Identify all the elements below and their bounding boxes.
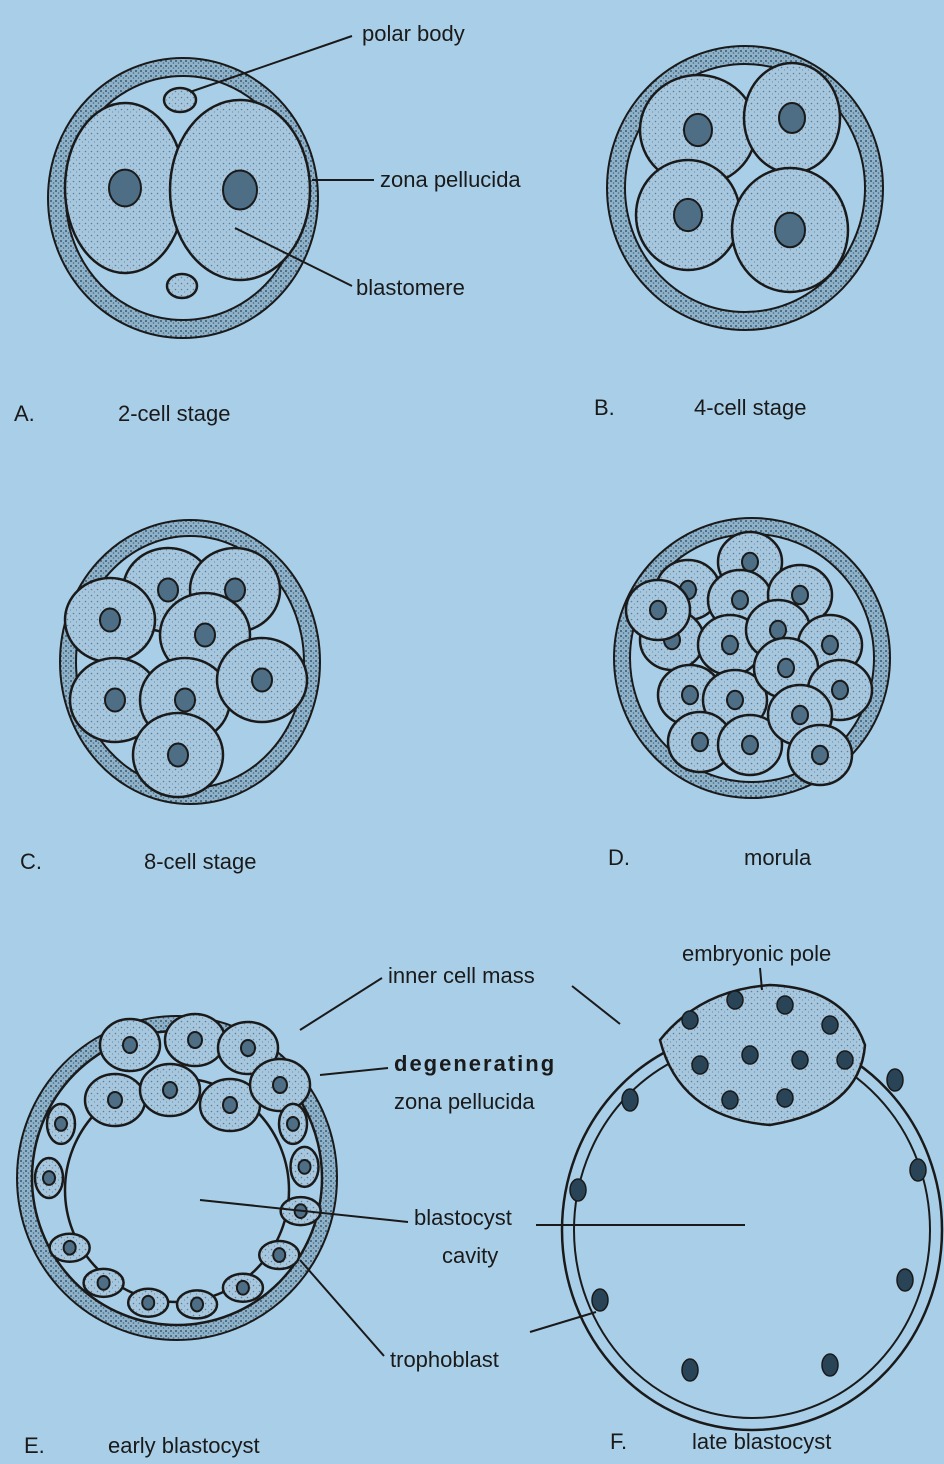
blastomere-c4-nucleus — [195, 624, 215, 647]
icm-nucleus-f-3 — [777, 996, 793, 1014]
inner-cell-mass-e-6-nucleus — [223, 1097, 237, 1113]
trophoblast-side-e-4-nucleus — [299, 1160, 311, 1174]
blastomere-c5-nucleus — [105, 689, 125, 712]
trophoblast-nucleus-f-7 — [887, 1069, 903, 1091]
morula-cell-16-nucleus — [812, 746, 828, 764]
morula-cell-7-nucleus — [770, 621, 786, 639]
panel-e-caption: early blastocyst — [108, 1433, 260, 1459]
degenerating-label: degenerating — [394, 1051, 556, 1077]
blastomere-b4-nucleus — [775, 213, 805, 248]
blastomere-b3-nucleus — [674, 199, 702, 231]
morula-cell-3-nucleus — [732, 591, 748, 609]
trophoblast-nucleus-f-1 — [570, 1179, 586, 1201]
trophoblast-side-e-1-nucleus — [43, 1171, 55, 1185]
icm-nucleus-f-10 — [777, 1089, 793, 1107]
morula-cell-9-nucleus — [682, 686, 698, 704]
panel-b-caption: 4-cell stage — [694, 395, 807, 421]
blastomere-c3-nucleus — [100, 609, 120, 632]
icm-nucleus-f-6 — [742, 1046, 758, 1064]
trophoblast-cell-e-6-nucleus — [98, 1276, 110, 1290]
panel-a-letter: A. — [14, 401, 35, 427]
blastomere-c7-nucleus — [252, 669, 272, 692]
polar-body-bottom — [167, 274, 197, 298]
inner-cell-mass-e-3-nucleus — [241, 1040, 255, 1056]
panel-a-caption: 2-cell stage — [118, 401, 231, 427]
morula-cell-11-nucleus — [778, 659, 794, 677]
inner-cell-mass-e-7-nucleus — [273, 1077, 287, 1093]
icm-nucleus-f-9 — [722, 1091, 738, 1109]
panel-b-letter: B. — [594, 395, 615, 421]
panel-c-caption: 8-cell stage — [144, 849, 257, 875]
morula-cell-4-nucleus — [792, 586, 808, 604]
trophoblast-nucleus-f-8 — [622, 1089, 638, 1111]
icm-nucleus-f-1 — [682, 1011, 698, 1029]
blastomere-b2-nucleus — [779, 103, 805, 133]
morula-cell-8-nucleus — [822, 636, 838, 654]
trophoblast-cell-e-2-nucleus — [273, 1248, 285, 1262]
morula-cell-10-nucleus — [727, 691, 743, 709]
blastomere-c6-nucleus — [175, 689, 195, 712]
panel-e-letter: E. — [24, 1433, 45, 1459]
trophoblast-nucleus-f-4 — [822, 1354, 838, 1376]
blastomere-c8-nucleus — [168, 744, 188, 767]
icm-nucleus-f-8 — [837, 1051, 853, 1069]
trophoblast-nucleus-f-2 — [592, 1289, 608, 1311]
morula-cell-6-nucleus — [722, 636, 738, 654]
trophoblast-nucleus-f-6 — [910, 1159, 926, 1181]
morula-cell-15-nucleus — [792, 706, 808, 724]
blastocyst-label: blastocyst — [414, 1205, 512, 1231]
morula-cell-13-nucleus — [692, 733, 708, 751]
degenerating-zona-leader — [320, 1068, 388, 1075]
trophoblast-leader-e — [300, 1260, 384, 1356]
panel-c-letter: C. — [20, 849, 42, 875]
trophoblast-nucleus-f-5 — [897, 1269, 913, 1291]
panel-f-letter: F. — [610, 1429, 627, 1455]
blastomere-left-nucleus — [109, 170, 141, 207]
blastomere-b1-nucleus — [684, 114, 712, 146]
blastomere-right-nucleus — [223, 170, 257, 209]
polar-body-label: polar body — [362, 21, 465, 47]
trophoblast-cell-e-7-nucleus — [64, 1241, 76, 1255]
inner-cell-mass-e-5-nucleus — [163, 1082, 177, 1098]
panel-d-letter: D. — [608, 845, 630, 871]
trophoblast-cell-e-3-nucleus — [237, 1281, 249, 1295]
panel-d-caption: morula — [744, 845, 811, 871]
inner-cell-mass-leader-e — [300, 978, 382, 1030]
blastomere-c1-nucleus — [158, 579, 178, 602]
cavity-label: cavity — [442, 1243, 498, 1269]
trophoblast-side-e-3-nucleus — [287, 1117, 299, 1131]
icm-nucleus-f-2 — [727, 991, 743, 1009]
trophoblast-cell-e-4-nucleus — [191, 1298, 203, 1312]
inner-cell-mass-e-1-nucleus — [123, 1037, 137, 1053]
panel-f-caption: late blastocyst — [692, 1429, 831, 1455]
blastomere-label: blastomere — [356, 275, 465, 301]
inner-cell-mass-f — [660, 985, 865, 1125]
inner-cell-mass-label: inner cell mass — [388, 963, 535, 989]
degenerating-zona-label: zona pellucida — [394, 1089, 535, 1115]
inner-cell-mass-leader-f — [572, 986, 620, 1024]
trophoblast-side-e-2-nucleus — [55, 1117, 67, 1131]
embryonic-pole-label: embryonic pole — [682, 941, 831, 967]
zona-pellucida-label: zona pellucida — [380, 167, 521, 193]
icm-nucleus-f-4 — [822, 1016, 838, 1034]
trophoblast-nucleus-f-3 — [682, 1359, 698, 1381]
morula-cell-1-nucleus — [742, 553, 758, 571]
morula-cell-14-nucleus — [742, 736, 758, 754]
icm-nucleus-f-5 — [692, 1056, 708, 1074]
inner-cell-mass-e-2-nucleus — [188, 1032, 202, 1048]
inner-cell-mass-e-4-nucleus — [108, 1092, 122, 1108]
morula-cell-12-nucleus — [832, 681, 848, 699]
morula-cell-17-nucleus — [650, 601, 666, 619]
icm-nucleus-f-7 — [792, 1051, 808, 1069]
trophoblast-label: trophoblast — [390, 1347, 499, 1373]
trophoblast-cell-e-5-nucleus — [142, 1296, 154, 1310]
